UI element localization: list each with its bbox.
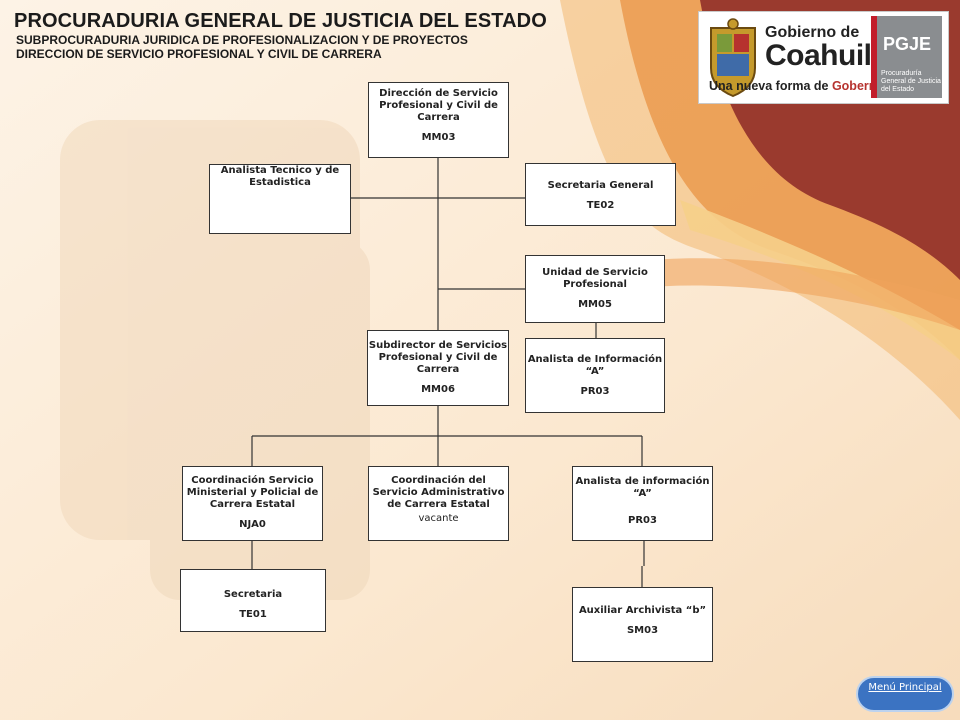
node-analista-info-1-label: Analista de Información “A”	[527, 354, 663, 377]
node-secretaria-general-code: TE02	[586, 200, 615, 211]
node-secretaria-general-label: Secretaria General	[547, 180, 654, 191]
node-subdirector-label: Subdirector de Servicios Profesional y C…	[368, 340, 508, 375]
node-coord-ministerial-label: Coordinación Servicio Ministerial y Poli…	[186, 475, 319, 510]
node-analista-info-2-label: Analista de información “A”	[575, 476, 710, 499]
node-analista-info-2: Analista de información “A” PR03	[572, 466, 713, 541]
node-subdirector: Subdirector de Servicios Profesional y C…	[367, 330, 509, 406]
node-direccion: Dirección de Servicio Profesional y Civi…	[368, 82, 509, 158]
logo-gobierno-text: Gobierno de	[765, 24, 860, 41]
node-unidad-servicio-label: Unidad de Servicio Profesional	[542, 267, 648, 290]
gobierno-coahuila-logo: Gobierno de Coahuila Una nueva forma de …	[698, 11, 949, 104]
node-auxiliar-archivista: Auxiliar Archivista “b” SM03	[572, 587, 713, 662]
node-coord-administrativo-note: vacante	[418, 513, 459, 524]
node-secretaria-label: Secretaria	[223, 589, 283, 600]
header: PROCURADURIA GENERAL DE JUSTICIA DEL EST…	[14, 10, 547, 61]
node-secretaria-code: TE01	[239, 609, 267, 620]
node-analista-tecnico: Analista Tecnico y de Estadistica	[209, 164, 351, 234]
node-analista-info-1: Analista de Información “A” PR03	[525, 338, 665, 413]
node-coord-ministerial: Coordinación Servicio Ministerial y Poli…	[182, 466, 323, 541]
node-subdirector-code: MM06	[421, 384, 455, 395]
node-analista-info-2-code: PR03	[628, 515, 657, 526]
pgje-logo: PGJE Procuraduría General de Justicia de…	[871, 16, 942, 98]
menu-principal-button[interactable]: Menú Principal	[856, 676, 954, 712]
pgje-description: Procuraduría General de Justicia del Est…	[881, 70, 941, 93]
node-analista-info-1-code: PR03	[580, 386, 610, 397]
node-direccion-code: MM03	[421, 132, 456, 143]
pgje-red-bar	[871, 16, 877, 98]
node-unidad-servicio-code: MM05	[578, 299, 612, 310]
node-coord-administrativo: Coordinación del Servicio Administrativo…	[368, 466, 509, 541]
node-unidad-servicio: Unidad de Servicio Profesional MM05	[525, 255, 665, 323]
slogan-part-1: Una nueva forma de	[709, 79, 832, 93]
node-secretaria-general: Secretaria General TE02	[525, 163, 676, 226]
coahuila-emblem-icon	[710, 18, 756, 98]
subtitle-subprocuraduria: SUBPROCURADURIA JURIDICA DE PROFESIONALI…	[16, 33, 468, 47]
node-direccion-label: Dirección de Servicio Profesional y Civi…	[379, 88, 498, 123]
logo-coahuila-text: Coahuila	[765, 39, 888, 72]
node-coord-ministerial-code: NJA0	[239, 519, 266, 530]
node-auxiliar-label: Auxiliar Archivista “b”	[578, 605, 707, 616]
node-coord-administrativo-label: Coordinación del Servicio Administrativo…	[372, 475, 505, 510]
page-title: PROCURADURIA GENERAL DE JUSTICIA DEL EST…	[14, 10, 547, 32]
pgje-text: PGJE	[883, 34, 932, 54]
subtitle-direccion: DIRECCION DE SERVICIO PROFESIONAL Y CIVI…	[16, 47, 382, 61]
node-analista-tecnico-label: Analista Tecnico y de Estadistica	[220, 165, 340, 188]
node-auxiliar-code: SM03	[626, 625, 659, 636]
node-secretaria: Secretaria TE01	[180, 569, 326, 632]
